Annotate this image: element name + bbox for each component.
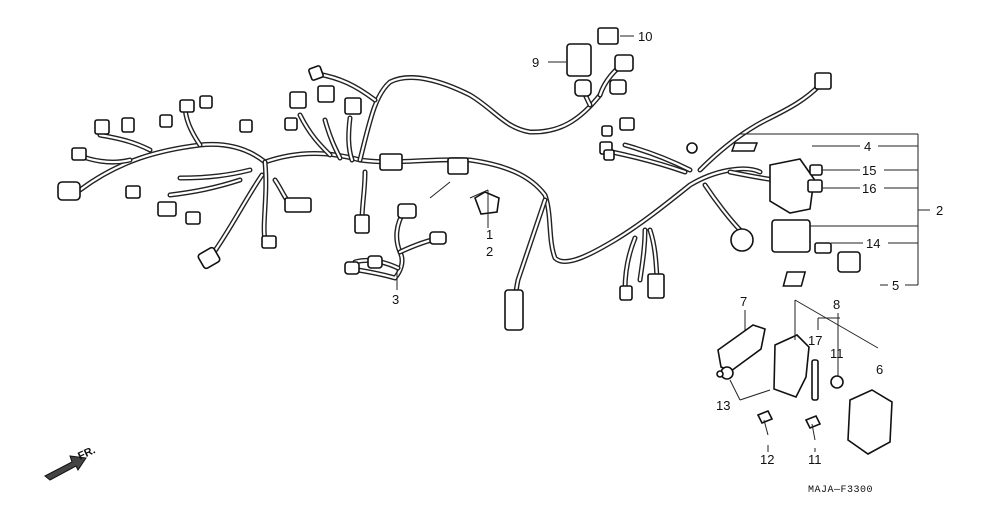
front-label: FR. [76, 444, 97, 462]
leader-lines [396, 35, 930, 452]
right-components [730, 142, 861, 287]
callout-1: 1 [486, 227, 493, 242]
bracket-7 [717, 324, 766, 372]
callout-5: 5 [892, 278, 899, 293]
arrow-left-icon [44, 455, 87, 481]
callout-labels: 1 2 2 3 4 5 6 7 8 9 10 11 11 12 13 14 15… [392, 29, 943, 467]
part-17 [811, 359, 819, 401]
callout-7: 7 [740, 294, 747, 309]
callout-9: 9 [532, 55, 539, 70]
harness-connectors [57, 27, 832, 331]
drawing-code: MAJA—F3300 [808, 485, 873, 496]
callout-8: 8 [833, 297, 840, 312]
part-4 [730, 142, 759, 152]
bracket-6-left [773, 334, 810, 398]
part-14 [814, 242, 832, 254]
callout-13: 13 [716, 398, 730, 413]
part-16 [807, 179, 823, 193]
callout-11a: 11 [830, 346, 844, 361]
front-direction-marker: FR. [44, 444, 97, 481]
callout-16: 16 [862, 181, 876, 196]
part-15 [809, 164, 823, 176]
bracket-6-right [847, 389, 893, 455]
ignition-coil [769, 158, 815, 214]
callout-15: 15 [862, 163, 876, 178]
connector-10 [597, 27, 619, 45]
clip-1 [474, 191, 500, 215]
callout-3: 3 [392, 292, 399, 307]
callout-10: 10 [638, 29, 652, 44]
bracket-assembly [716, 324, 893, 455]
callout-14: 14 [866, 236, 880, 251]
callout-2b: 2 [936, 203, 943, 218]
callout-12: 12 [760, 452, 774, 467]
relay-box [771, 219, 811, 253]
callout-2a: 2 [486, 244, 493, 259]
callout-4: 4 [864, 139, 871, 154]
relay-9 [566, 43, 592, 77]
part-5 [782, 271, 807, 287]
callout-6: 6 [876, 362, 883, 377]
callout-17: 17 [808, 333, 822, 348]
callout-11b: 11 [808, 452, 822, 467]
